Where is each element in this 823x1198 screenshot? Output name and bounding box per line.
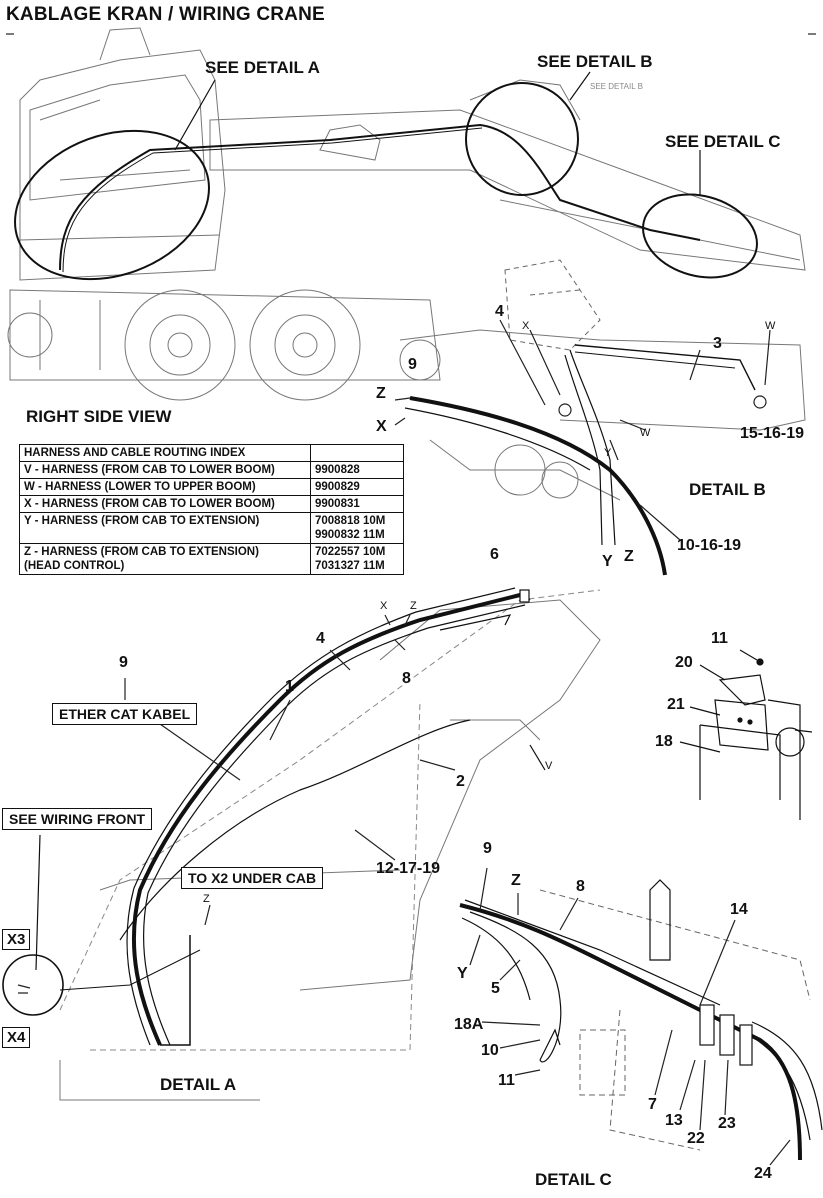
detail-a-callout-6: 6 (490, 546, 499, 563)
see-detail-c-label: SEE DETAIL C (665, 132, 781, 151)
harness-part: 9900831 (310, 495, 404, 513)
index-header: HARNESS AND CABLE ROUTING INDEX (19, 444, 311, 462)
detail-b-callout-3: 3 (713, 335, 722, 352)
table-row: Y - HARNESS (FROM CAB TO EXTENSION) 7008… (19, 512, 404, 544)
detail-b-callout-x: X (522, 320, 530, 332)
table-row: X - HARNESS (FROM CAB TO LOWER BOOM) 990… (19, 495, 404, 513)
wiring-front-circle (2, 954, 64, 1016)
bracket-detail (679, 649, 813, 820)
detail-c-ghost (539, 889, 811, 1151)
detail-a-circle (14, 129, 210, 281)
x3-connector-label: X3 (2, 929, 31, 950)
detail-c-callout-22: 22 (687, 1130, 705, 1147)
page-title: KABLAGE KRAN / WIRING CRANE (6, 4, 325, 25)
harness-part: 7022557 10M 7031327 11M (310, 543, 404, 575)
harness-part: 9900828 (310, 461, 404, 479)
right-side-view-label: RIGHT SIDE VIEW (26, 407, 172, 426)
index-header-blank (310, 444, 404, 462)
detail-c-callout-11: 11 (498, 1072, 515, 1089)
harness-part: 7008818 10M 9900832 11M (310, 512, 404, 544)
bracket-callout-18: 18 (655, 733, 673, 750)
table-row: W - HARNESS (LOWER TO UPPER BOOM) 990082… (19, 478, 404, 496)
to-x2-under-cab-label: TO X2 UNDER CAB (181, 867, 324, 889)
detail-a-ghost (59, 589, 601, 1051)
detail-b-drawing (504, 259, 601, 351)
detail-c-callout-z: Z (511, 872, 521, 889)
see-detail-a-label: SEE DETAIL A (205, 58, 320, 77)
detail-c-callout-5: 5 (491, 980, 500, 997)
detail-b-circle (465, 82, 579, 196)
bracket-callout-11: 11 (711, 630, 728, 647)
detail-b-callout-y: Y (602, 553, 613, 570)
small-see-detail-b-label: SEE DETAIL B (590, 82, 643, 91)
x4-connector-label: X4 (2, 1027, 31, 1048)
detail-c-callout-24: 24 (754, 1165, 772, 1182)
detail-b-title: DETAIL B (689, 480, 766, 499)
index-header-row: HARNESS AND CABLE ROUTING INDEX (19, 444, 404, 462)
harness-desc: X - HARNESS (FROM CAB TO LOWER BOOM) (19, 495, 311, 513)
detail-c-callout-14: 14 (730, 901, 748, 918)
harness-desc: V - HARNESS (FROM CAB TO LOWER BOOM) (19, 461, 311, 479)
harness-desc: Z - HARNESS (FROM CAB TO EXTENSION) (HEA… (19, 543, 311, 575)
detail-c-callout-18a: 18A (454, 1016, 484, 1033)
detail-a-callout-z-small: Z (203, 893, 210, 905)
detail-b-cable-9 (409, 396, 667, 576)
see-wiring-front-label: SEE WIRING FRONT (2, 808, 153, 830)
detail-a-title: DETAIL A (160, 1075, 237, 1094)
detail-b-callout-15-16-19: 15-16-19 (740, 425, 805, 442)
detail-a-main-cable (131, 593, 521, 1046)
detail-a-callout-1: 1 (285, 678, 294, 695)
detail-b-callout-9: 9 (408, 356, 417, 373)
detail-c-callout-10: 10 (481, 1042, 499, 1059)
detail-a-callout-12-17-19: 12-17-19 (376, 860, 441, 877)
detail-c-circle (642, 193, 758, 279)
detail-b-callout-w-top: W (765, 320, 776, 332)
harness-desc: Y - HARNESS (FROM CAB TO EXTENSION) (19, 512, 311, 544)
ether-cat-label: ETHER CAT KABEL (52, 703, 198, 725)
table-row: V - HARNESS (FROM CAB TO LOWER BOOM) 990… (19, 461, 404, 479)
bracket-callout-21: 21 (667, 696, 685, 713)
detail-c-callout-8: 8 (576, 878, 585, 895)
bracket-callout-20: 20 (675, 654, 693, 671)
detail-c-cable-9 (459, 903, 802, 1161)
detail-a-callout-4: 4 (316, 630, 325, 647)
detail-c-callout-23: 23 (718, 1115, 736, 1132)
detail-b-callout-4: 4 (495, 303, 504, 320)
detail-b-callout-10-16-19: 10-16-19 (677, 537, 742, 554)
harness-routing-index-table: HARNESS AND CABLE ROUTING INDEX V - HARN… (19, 444, 404, 575)
table-row: Z - HARNESS (FROM CAB TO EXTENSION) (HEA… (19, 543, 404, 575)
detail-c-callout-13: 13 (665, 1112, 683, 1129)
harness-desc: W - HARNESS (LOWER TO UPPER BOOM) (19, 478, 311, 496)
see-detail-b-label: SEE DETAIL B (537, 52, 653, 71)
detail-a-callout-z: Z (410, 600, 417, 612)
detail-b-callout-z: Z (376, 385, 386, 402)
detail-b-callout-y-small: Y (604, 447, 612, 459)
detail-a-callout-9: 9 (119, 654, 128, 671)
detail-a-callout-8: 8 (402, 670, 411, 687)
detail-b-callout-z-big: Z (624, 548, 634, 565)
detail-a-callout-x: X (380, 600, 388, 612)
top-cable-route (59, 123, 701, 271)
detail-c-callout-y: Y (457, 965, 468, 982)
harness-part: 9900829 (310, 478, 404, 496)
detail-c-callout-7: 7 (648, 1096, 657, 1113)
detail-a-callout-v: V (545, 760, 553, 772)
truck-side-view (7, 27, 806, 401)
detail-b-callout-x-big: X (376, 418, 387, 435)
detail-b-callout-w: W (640, 427, 651, 439)
detail-c-title: DETAIL C (535, 1170, 612, 1189)
detail-c-callout-9: 9 (483, 840, 492, 857)
detail-a-callout-2: 2 (456, 773, 465, 790)
